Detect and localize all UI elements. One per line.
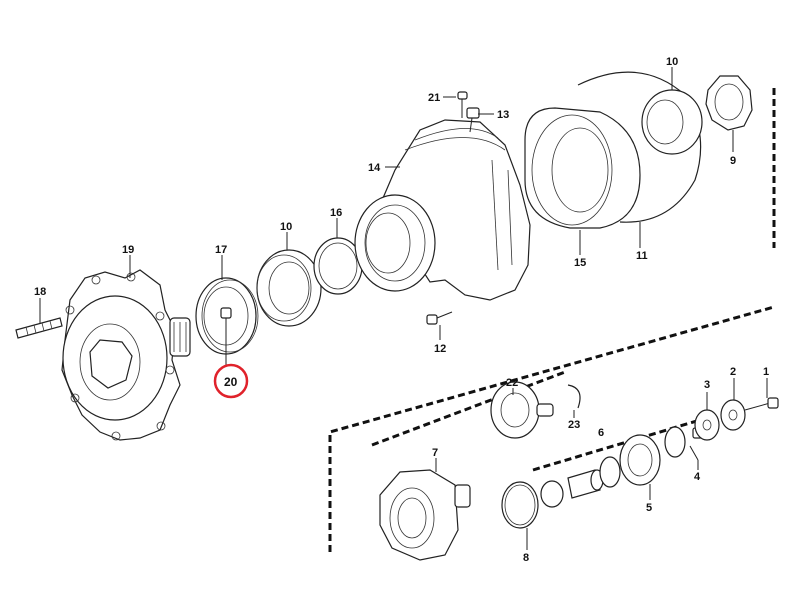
plug-pin (220, 307, 232, 365)
needle-bearing-2 (664, 426, 686, 458)
spacer-sleeve (567, 469, 604, 499)
callout-1: 1 (763, 366, 769, 378)
washer-3 (694, 409, 720, 441)
wheel-stud (15, 317, 63, 339)
callout-18: 18 (34, 286, 46, 298)
callout-labels: 18 19 17 10 16 14 21 13 12 15 11 10 9 20… (34, 56, 769, 564)
callout-10-left: 10 (280, 221, 292, 233)
circlip-8 (501, 481, 539, 529)
snap-ring-23 (567, 384, 581, 409)
callout-20: 20 (224, 375, 238, 389)
highlight-circle (213, 363, 249, 399)
leader-lines (39, 67, 768, 550)
bolt-12 (426, 311, 453, 325)
bolt-13 (466, 107, 480, 133)
callout-3: 3 (704, 379, 710, 391)
callout-12: 12 (434, 343, 446, 355)
lock-nut (705, 75, 753, 131)
callout-9: 9 (730, 155, 736, 167)
callout-2: 2 (730, 366, 736, 378)
wheel-hub (61, 269, 191, 441)
callout-5: 5 (646, 502, 652, 514)
callout-17: 17 (215, 244, 227, 256)
planet-carrier (379, 469, 471, 561)
callout-22: 22 (506, 377, 518, 389)
callout-4: 4 (694, 471, 701, 483)
ring-gear (524, 107, 641, 229)
callout-7: 7 (432, 447, 438, 459)
needle-bearing-1 (599, 456, 621, 488)
callout-8: 8 (523, 552, 529, 564)
bearing-outer (641, 89, 703, 155)
bearing-inner (256, 249, 322, 327)
thrust-ring (540, 480, 564, 508)
callout-13: 13 (497, 109, 509, 121)
callout-6: 6 (598, 427, 604, 439)
bolt-1 (744, 397, 779, 411)
callout-16: 16 (330, 207, 342, 219)
callout-11: 11 (636, 250, 648, 262)
callout-21: 21 (428, 92, 440, 104)
hub-housing (354, 119, 531, 301)
callout-15: 15 (574, 257, 586, 269)
callout-14: 14 (368, 162, 381, 174)
callout-10-right: 10 (666, 56, 678, 68)
bolt-21 (457, 91, 468, 118)
washer-2 (720, 399, 746, 431)
sun-gear (490, 381, 554, 439)
callout-19: 19 (122, 244, 134, 256)
callout-23: 23 (568, 419, 580, 431)
planet-gear (619, 434, 661, 486)
